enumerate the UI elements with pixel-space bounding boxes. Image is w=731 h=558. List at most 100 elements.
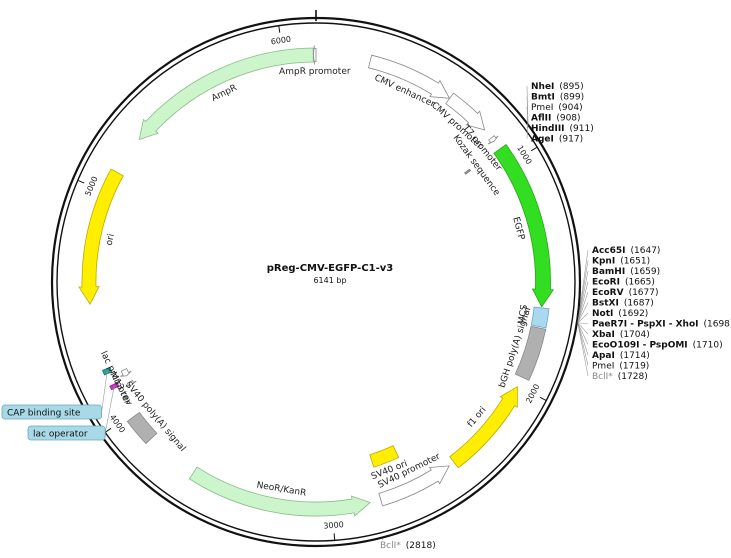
- site-position: (1687): [624, 299, 654, 309]
- feature-f1-ori[interactable]: [449, 386, 518, 469]
- feature-kozak[interactable]: [464, 168, 472, 175]
- site-leader-line: [577, 312, 589, 324]
- restriction-site[interactable]: NheI(895): [531, 82, 584, 92]
- site-position: (1659): [630, 267, 660, 277]
- feature-mcs[interactable]: [530, 306, 550, 329]
- restriction-site[interactable]: EcoRI(1665): [592, 278, 655, 288]
- tick-label: 5000: [83, 175, 99, 197]
- restriction-site[interactable]: Acc65I (1647): [592, 246, 660, 256]
- site-name: NotI: [592, 309, 613, 319]
- feature-t7-promoter[interactable]: [487, 135, 499, 145]
- site-position: (1714): [620, 351, 650, 361]
- restriction-site[interactable]: BamHI (1659): [592, 267, 660, 277]
- site-position: (904): [558, 103, 582, 113]
- callout-lac-operator[interactable]: [27, 425, 106, 441]
- backbone-ring: [50, 10, 582, 548]
- site-leader-line: [577, 322, 589, 377]
- feature-sv40-ori[interactable]: [369, 445, 400, 468]
- restriction-site[interactable]: AflII (908): [531, 114, 581, 124]
- site-name: AgeI: [531, 135, 554, 145]
- tick-mark: [333, 533, 336, 541]
- site-leader-line: [577, 322, 589, 324]
- site-position: (908): [556, 114, 580, 124]
- restriction-site[interactable]: XbaI (1704): [592, 330, 650, 340]
- site-name: ApaI: [592, 351, 615, 361]
- feature-sv40-polya[interactable]: [126, 411, 158, 445]
- restriction-site[interactable]: KpnI(1651): [592, 257, 650, 267]
- tick-mark: [77, 179, 85, 184]
- feature-cap-site[interactable]: [102, 366, 113, 376]
- tick-mark: [278, 25, 281, 33]
- site-leader-line: [577, 270, 589, 324]
- feature-label-ori: ori: [105, 233, 117, 246]
- site-leader-line: [577, 322, 589, 335]
- restriction-site[interactable]: BclI*(1728): [592, 372, 648, 382]
- feature-cmv-enhancer[interactable]: [368, 54, 451, 99]
- restriction-site[interactable]: HindIII(911): [531, 124, 594, 134]
- restriction-site[interactable]: EcoO109I - PspOMI (1710): [592, 341, 723, 351]
- restriction-site[interactable]: PmeI(1719): [592, 362, 649, 372]
- site-leader-line: [577, 302, 589, 324]
- site-name: AflII: [531, 114, 551, 124]
- feature-bgh-polya[interactable]: [514, 325, 547, 381]
- restriction-site[interactable]: PaeR7I - PspXI - XhoI(1698): [592, 320, 731, 330]
- site-name: XbaI: [592, 330, 615, 340]
- restriction-site[interactable]: EcoRV(1677): [592, 288, 659, 298]
- feature-m13-rev[interactable]: [125, 379, 137, 388]
- site-position: (1651): [620, 257, 650, 267]
- callout-label-lac-operator: lac operator: [33, 430, 88, 440]
- site-position: (895): [559, 82, 583, 92]
- restriction-site[interactable]: ApaI (1714): [592, 351, 650, 361]
- site-name: BamHI: [592, 267, 625, 277]
- feature-lac-promoter[interactable]: [120, 368, 132, 377]
- site-name: EcoRV: [592, 288, 624, 298]
- restriction-site[interactable]: AgeI (917): [531, 135, 583, 145]
- site-position: (1692): [618, 309, 648, 319]
- site-name: Acc65I: [592, 246, 626, 256]
- feature-sv40-promoter[interactable]: [378, 465, 450, 507]
- feature-ampr[interactable]: [138, 47, 314, 141]
- site-position: (1665): [625, 278, 655, 288]
- feature-ampr-promoter[interactable]: [313, 45, 317, 65]
- restriction-site[interactable]: NotI (1692): [592, 309, 648, 319]
- restriction-site[interactable]: PmeI(904): [531, 103, 583, 113]
- callout-cap-binding-site[interactable]: [1, 404, 102, 420]
- feature-neor-kanr[interactable]: [188, 466, 371, 517]
- site-leader-line: [577, 322, 589, 356]
- tick-mark: [530, 146, 538, 152]
- site-leader-line: [526, 106, 529, 123]
- feature-egfp[interactable]: [493, 143, 555, 308]
- feature-label-egfp: EGFP: [510, 216, 526, 242]
- site-name: PaeR7I - PspXI - XhoI: [592, 320, 698, 330]
- feature-label-ampr-promoter: AmpR promoter: [279, 67, 351, 77]
- plasmid-name: pReg-CMV-EGFP-C1-v3: [267, 263, 394, 274]
- callout-leader-line: [101, 371, 108, 413]
- site-position: (1647): [631, 246, 661, 256]
- restriction-sites: NheI(895)BmtI(899)PmeI(904)AflII(908)Hin…: [380, 82, 731, 551]
- site-position: (917): [559, 135, 583, 145]
- site-name: BstXI: [592, 299, 619, 309]
- tick-label: 4000: [108, 413, 127, 435]
- tick-label: 2000: [524, 383, 541, 405]
- backbone-inner: [56, 22, 576, 542]
- site-position: (1704): [620, 330, 650, 340]
- feature-label-mcs: MCS: [517, 304, 530, 325]
- feature-cmv-promoter[interactable]: [445, 92, 486, 131]
- site-leader-line: [577, 260, 589, 324]
- feature-label-lac-promoter: lac promoter: [98, 350, 132, 407]
- feature-ori[interactable]: [78, 168, 124, 306]
- site-name: EcoO109I - PspOMI: [592, 341, 688, 351]
- site-name: HindIII: [531, 124, 565, 134]
- site-position: (1728): [618, 372, 648, 382]
- restriction-site[interactable]: BstXI (1687): [592, 299, 654, 309]
- site-position: (1710): [693, 341, 723, 351]
- restriction-site[interactable]: BclI*(2818): [380, 541, 436, 551]
- site-leader-line: [526, 117, 529, 123]
- tick-mark: [104, 427, 112, 433]
- site-name: BclI*: [380, 541, 401, 551]
- restriction-site[interactable]: BmtI(899): [531, 93, 584, 103]
- site-name: PmeI: [592, 362, 614, 372]
